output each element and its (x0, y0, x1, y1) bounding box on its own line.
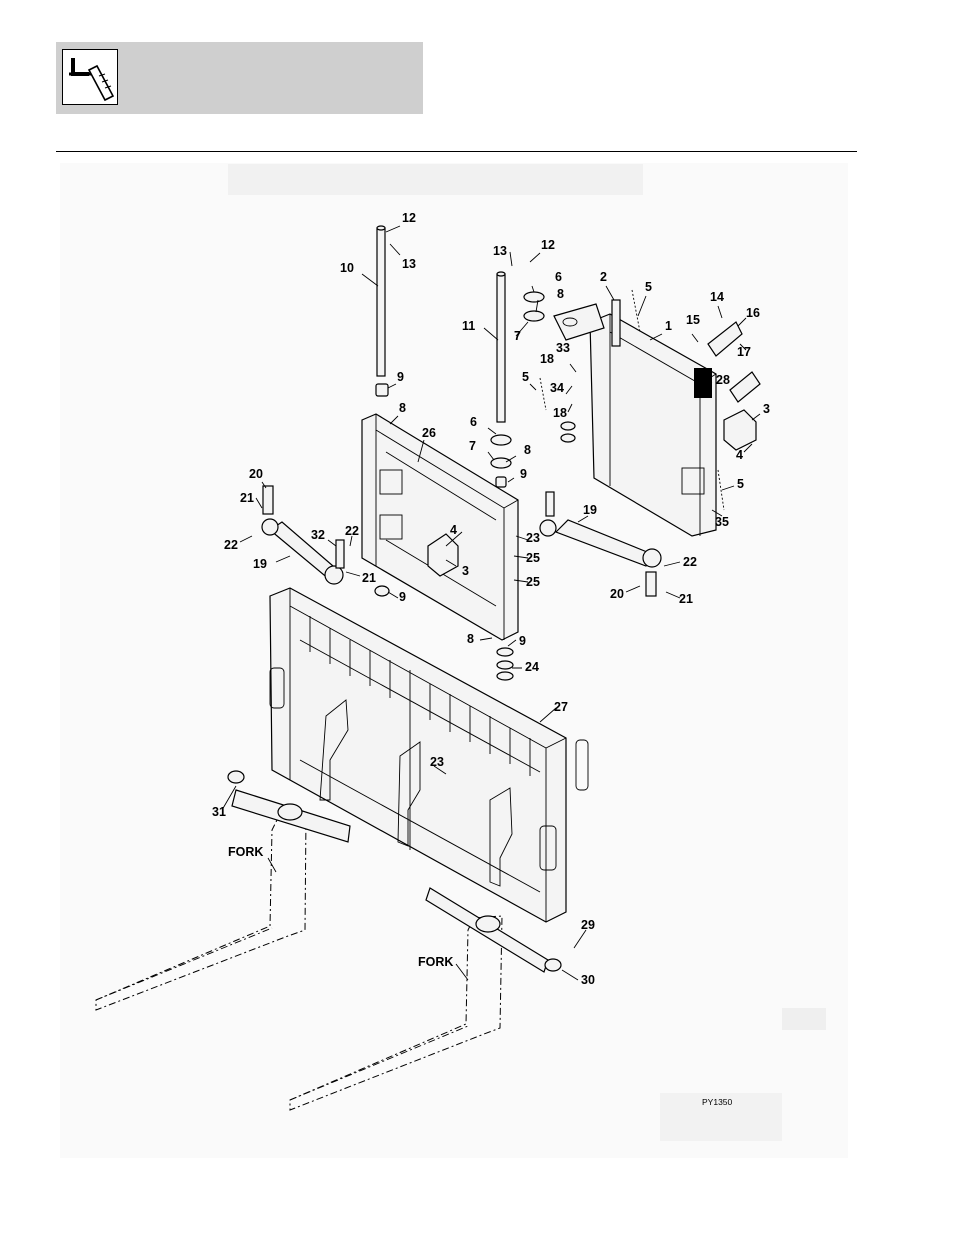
pin-10 (377, 228, 385, 376)
pin-right (546, 492, 554, 516)
inner-frame-26 (362, 414, 518, 640)
callout-13b: 13 (493, 244, 507, 258)
callout-8d: 8 (467, 632, 474, 646)
callout-19: 19 (253, 557, 267, 571)
reference-number: PY1350 (702, 1097, 733, 1107)
callout-32: 32 (311, 528, 325, 542)
pin-11 (497, 274, 505, 422)
pin-20-right (646, 572, 656, 596)
callout-26: 26 (422, 426, 436, 440)
callout-12: 12 (402, 211, 416, 225)
left-fork (96, 816, 306, 1010)
callout-20b: 20 (610, 587, 624, 601)
pin-32 (336, 540, 344, 568)
block-3-right (724, 410, 756, 450)
callout-17: 17 (737, 345, 751, 359)
callout-34: 34 (550, 381, 564, 395)
callout-18: 18 (540, 352, 554, 366)
callout-1: 1 (665, 319, 672, 333)
carriage-frame-27 (270, 588, 588, 922)
callout-22c: 22 (683, 555, 697, 569)
end-cap-30 (545, 959, 561, 971)
callout-9: 9 (397, 370, 404, 384)
callout-22b: 22 (345, 524, 359, 538)
callout-21: 21 (240, 491, 254, 505)
pin-20-left (263, 486, 273, 514)
callout-4: 4 (736, 448, 743, 462)
callout-11: 11 (462, 319, 475, 333)
callout-24: 24 (525, 660, 539, 674)
callout-15: 15 (686, 313, 700, 327)
callout-33: 33 (556, 341, 570, 355)
fork-label-right: FORK (418, 955, 453, 969)
left-fork-hub (278, 804, 302, 820)
callout-20: 20 (249, 467, 263, 481)
callout-23b: 23 (430, 755, 444, 769)
pin-2 (612, 300, 620, 346)
callout-8b: 8 (557, 287, 564, 301)
callout-5c: 5 (737, 477, 744, 491)
callout-2: 2 (600, 270, 607, 284)
right-fork (290, 916, 502, 1110)
callout-3b: 3 (462, 564, 469, 578)
end-cap-31 (228, 771, 244, 783)
callout-18b: 18 (553, 406, 567, 420)
callout-6: 6 (555, 270, 562, 284)
callout-3: 3 (763, 402, 770, 416)
callout-7b: 7 (469, 439, 476, 453)
callout-21c: 21 (679, 592, 693, 606)
callout-28: 28 (716, 373, 730, 387)
callout-12b: 12 (541, 238, 555, 252)
callout-7: 7 (514, 329, 521, 343)
callout-16: 16 (746, 306, 760, 320)
callout-10: 10 (340, 261, 354, 275)
callout-9b: 9 (520, 467, 527, 481)
callout-30: 30 (581, 973, 595, 987)
blank-patch (782, 1008, 826, 1030)
callout-6b: 6 (470, 415, 477, 429)
callout-31: 31 (212, 805, 226, 819)
callout-22: 22 (224, 538, 238, 552)
callout-9c: 9 (399, 590, 406, 604)
clamp-16 (730, 372, 760, 402)
callout-19b: 19 (583, 503, 597, 517)
callout-21b: 21 (362, 571, 376, 585)
callout-27: 27 (554, 700, 568, 714)
right-fork-hub (476, 916, 500, 932)
callout-25: 25 (526, 551, 540, 565)
callout-5b: 5 (522, 370, 529, 384)
callout-29: 29 (581, 918, 595, 932)
callout-14: 14 (710, 290, 724, 304)
callout-4b: 4 (450, 523, 457, 537)
cylinder-19-right (556, 520, 652, 566)
callout-25b: 25 (526, 575, 540, 589)
callout-5: 5 (645, 280, 652, 294)
callout-9d: 9 (519, 634, 526, 648)
fork-label-left: FORK (228, 845, 263, 859)
callout-23: 23 (526, 531, 540, 545)
callout-13: 13 (402, 257, 416, 271)
callout-35: 35 (715, 515, 729, 529)
callout-8: 8 (399, 401, 406, 415)
mount-plate-1 (554, 304, 716, 536)
callout-8c: 8 (524, 443, 531, 457)
